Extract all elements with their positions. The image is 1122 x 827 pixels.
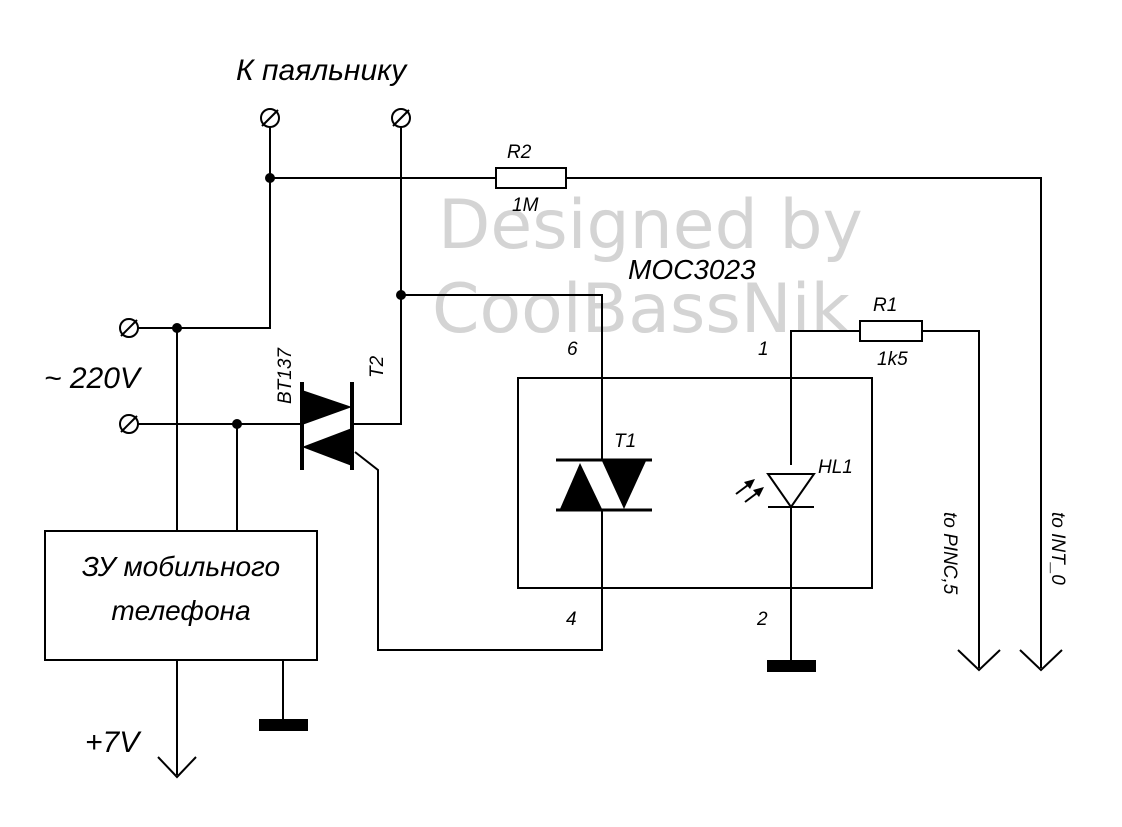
- label-r2-value: 1M: [512, 195, 539, 216]
- junction-dot: [172, 323, 182, 333]
- label-r1-ref: R1: [873, 295, 897, 316]
- mains-terminal-top: [119, 318, 139, 338]
- junction-dot: [232, 419, 242, 429]
- label-to-iron: К паяльнику: [236, 54, 408, 87]
- ground-symbol: [259, 719, 308, 731]
- led-hl1: [766, 473, 816, 509]
- triac-t2: [300, 382, 354, 470]
- label-triac-part: BT137: [275, 347, 296, 404]
- label-led-ref: HL1: [818, 457, 853, 478]
- label-pin2: 2: [756, 609, 768, 630]
- resistor-r1: [859, 320, 923, 342]
- label-r2-ref: R2: [507, 142, 532, 163]
- ground-symbol: [767, 660, 816, 672]
- watermark-line1: Designed by: [438, 186, 863, 265]
- charger-box: [44, 530, 318, 661]
- label-to-int0: to INT_0: [1047, 512, 1068, 585]
- label-mains: ~ 220V: [44, 362, 143, 395]
- label-charger-line2: телефона: [111, 595, 250, 626]
- output-arrow: [157, 756, 197, 779]
- label-charger-line1: ЗУ мобильного: [82, 551, 280, 582]
- output-arrow: [1019, 649, 1063, 672]
- mains-terminal-bottom: [119, 414, 139, 434]
- label-out-7v: +7V: [85, 726, 142, 759]
- label-pin1: 1: [758, 339, 769, 360]
- label-pin6: 6: [567, 339, 578, 360]
- output-arrow: [957, 649, 1001, 672]
- opto-triac-t1: [556, 458, 652, 512]
- junction-dot: [265, 173, 275, 183]
- label-to-pinc5: to PINC,5: [939, 512, 960, 595]
- label-pin4: 4: [566, 609, 577, 630]
- label-opto-triac-ref: T1: [614, 431, 636, 452]
- iron-terminal-left: [260, 108, 280, 128]
- label-opto-part: MOC3023: [628, 254, 756, 285]
- light-rays-icon: [735, 479, 764, 503]
- iron-terminal-right: [391, 108, 411, 128]
- junction-dot: [396, 290, 406, 300]
- optocoupler-box: [517, 377, 873, 589]
- watermark-line2: CoolBassNik: [432, 270, 851, 349]
- resistor-r2: [495, 167, 567, 189]
- label-triac-ref: T2: [367, 355, 388, 378]
- label-r1-value: 1k5: [877, 349, 908, 370]
